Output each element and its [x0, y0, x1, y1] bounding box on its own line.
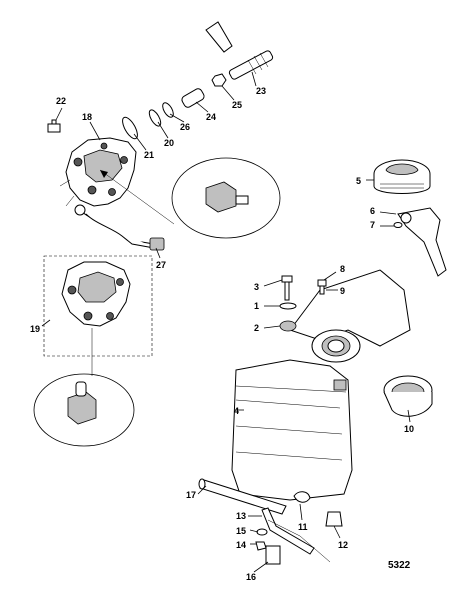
callout-26: 26 [180, 122, 190, 132]
leader-lines [41, 71, 411, 573]
callout-12: 12 [338, 540, 348, 550]
callout-1: 1 [254, 301, 259, 311]
clamp-fitting [293, 491, 343, 527]
callout-6: 6 [370, 206, 375, 216]
callout-3: 3 [254, 282, 259, 292]
callout-4: 4 [234, 406, 239, 416]
callout-25: 25 [232, 100, 242, 110]
callout-27: 27 [156, 260, 166, 270]
lower-wiring [255, 507, 331, 565]
callout-9: 9 [340, 286, 345, 296]
bolt-22 [47, 119, 61, 133]
callout-15: 15 [236, 526, 246, 536]
seal-ring [383, 375, 433, 417]
callout-19: 19 [30, 324, 40, 334]
tether-strap [393, 207, 447, 277]
callout-23: 23 [256, 86, 266, 96]
detail-view-lower [33, 373, 135, 447]
pump-assembly-dashed [43, 255, 153, 376]
callout-16: 16 [246, 572, 256, 582]
callout-8: 8 [340, 264, 345, 274]
callout-24: 24 [206, 112, 216, 122]
callout-17: 17 [186, 490, 196, 500]
filler-cap [373, 159, 431, 194]
callout-18: 18 [82, 112, 92, 122]
drive-parts [122, 21, 274, 140]
callout-10: 10 [404, 424, 414, 434]
detail-view-upper [99, 157, 281, 239]
callout-22: 22 [56, 96, 66, 106]
callout-20: 20 [164, 138, 174, 148]
callout-5: 5 [356, 176, 361, 186]
callout-2: 2 [254, 323, 259, 333]
hose [198, 478, 287, 515]
figure-number: 5322 [388, 560, 411, 571]
callout-21: 21 [144, 150, 154, 160]
callout-14: 14 [236, 540, 246, 550]
reservoir [231, 269, 411, 501]
callout-11: 11 [298, 522, 308, 532]
callout-7: 7 [370, 220, 375, 230]
callout-13: 13 [236, 511, 246, 521]
pump-assembly-upper [59, 137, 165, 251]
